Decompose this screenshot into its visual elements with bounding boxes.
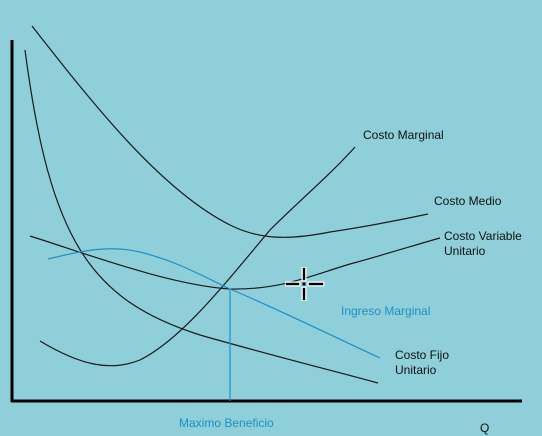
- quantity-axis-label: Q: [480, 421, 490, 435]
- marginal-cost-label: Costo Marginal: [363, 128, 444, 142]
- average-cost-label: Costo Medio: [434, 194, 502, 208]
- average-fixed-cost-label: Costo Fijo Unitario: [395, 348, 450, 377]
- max-profit-label: Maximo Beneficio: [179, 416, 274, 430]
- marginal-revenue-curve: [47, 248, 381, 359]
- marginal-revenue-label: Ingreso Marginal: [341, 304, 431, 318]
- average-fixed-cost-curve: [24, 49, 379, 384]
- marginal-cost-curve: [39, 146, 356, 367]
- average-cost-curve: [31, 25, 429, 238]
- average-variable-cost-curve: [29, 235, 441, 290]
- move-crosshair-icon[interactable]: [285, 267, 325, 301]
- average-variable-cost-label: Costo Variable Unitario: [444, 229, 522, 258]
